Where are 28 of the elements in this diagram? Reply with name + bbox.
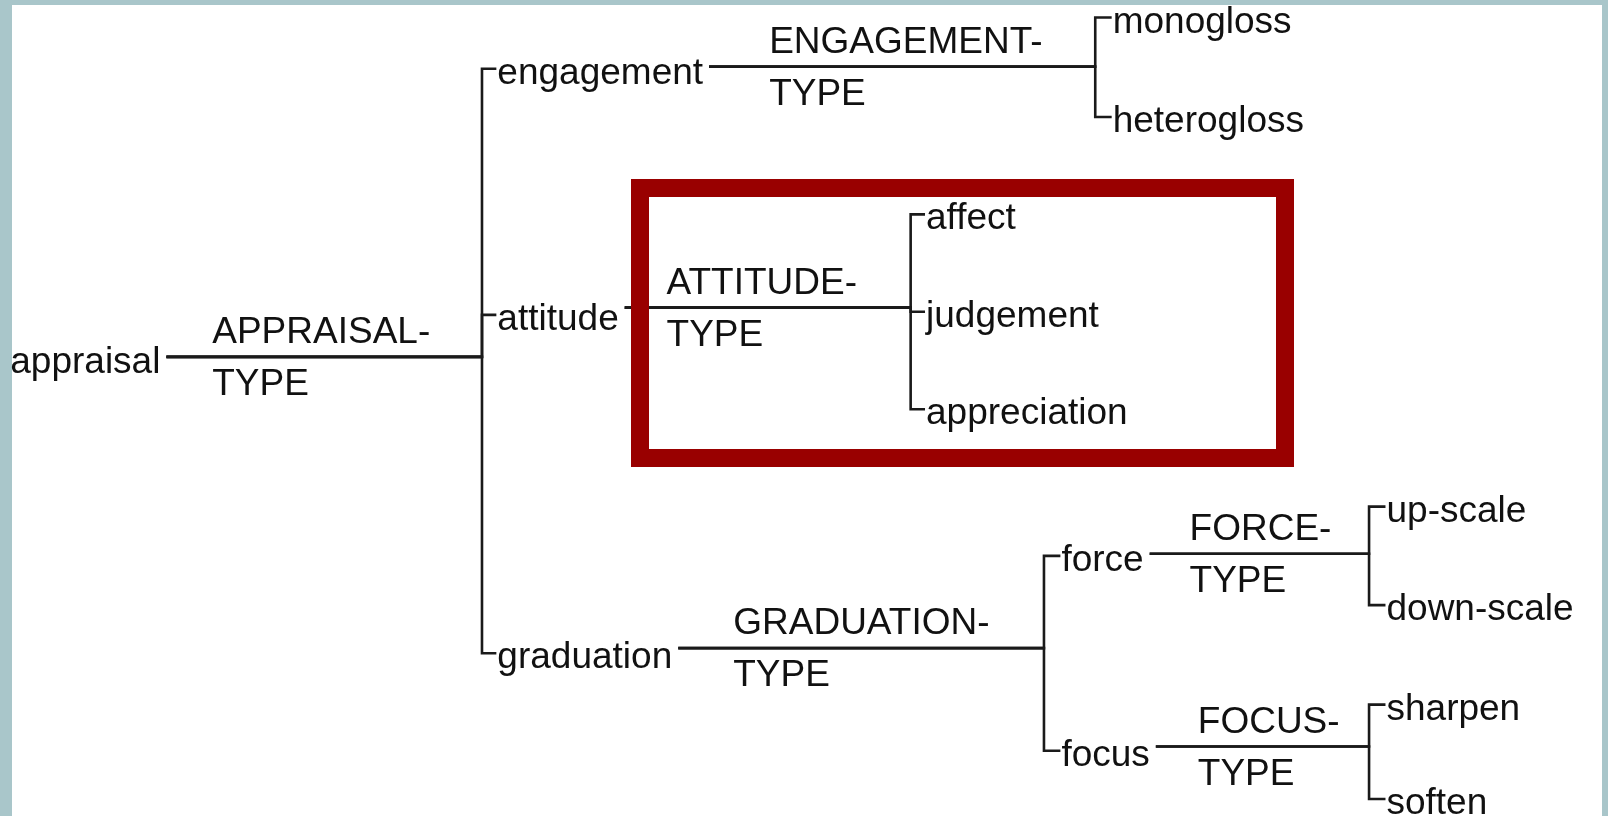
feature-term: focus (1061, 733, 1150, 775)
feature-term: engagement (497, 51, 704, 93)
system-name: ENGAGEMENT-TYPE (769, 18, 1043, 115)
highlight-frame (630, 179, 1295, 467)
feature-term: judgement (926, 294, 1099, 336)
feature-term: attitude (497, 297, 619, 339)
network-connector (709, 65, 1112, 119)
feature-term: sharpen (1386, 687, 1521, 728)
feature-term: up-scale (1386, 489, 1527, 530)
feature-term: graduation (497, 635, 673, 677)
feature-term: soften (1386, 781, 1488, 816)
system-name: APPRAISAL-TYPE (212, 308, 431, 405)
system-name: GRADUATION-TYPE (733, 600, 990, 697)
network-connector (678, 646, 1061, 753)
network-connector (1155, 745, 1386, 801)
feature-term: force (1061, 538, 1144, 580)
feature-term: heterogloss (1112, 99, 1304, 141)
feature-term: affect (926, 197, 1016, 238)
feature-term: down-scale (1386, 587, 1574, 629)
network-connector (1149, 552, 1386, 607)
network-connector (624, 306, 926, 411)
feature-term: appreciation (926, 391, 1128, 433)
feature-term: appraisal (10, 340, 161, 382)
system-name: ATTITUDE-TYPE (666, 259, 858, 356)
feature-term: monogloss (1112, 0, 1292, 41)
system-name: FOCUS-TYPE (1197, 698, 1340, 795)
system-name: FORCE-TYPE (1189, 505, 1332, 602)
network-connector (166, 355, 497, 655)
